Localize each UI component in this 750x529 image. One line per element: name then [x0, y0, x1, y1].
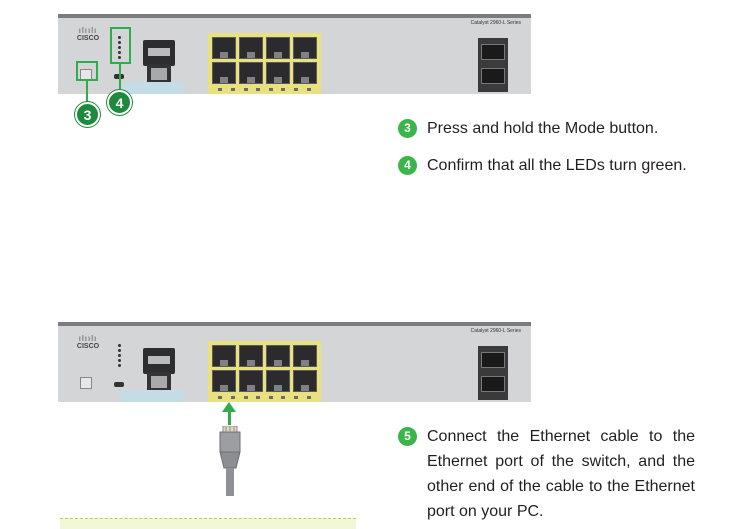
leds-highlight — [110, 27, 131, 64]
callout-line-4 — [119, 64, 121, 90]
ethernet-port — [239, 345, 263, 367]
ethernet-port — [239, 370, 263, 392]
port-leds — [214, 395, 315, 400]
cisco-logo-icon: ılıılı CISCO — [70, 26, 106, 43]
arrow-up-icon — [222, 402, 236, 412]
sfp-port-block — [478, 38, 508, 92]
console-port — [147, 372, 171, 392]
sfp-port-block — [478, 346, 508, 400]
ethernet-port — [266, 37, 290, 59]
mode-button[interactable] — [80, 377, 92, 389]
next-section-box — [60, 518, 356, 529]
ethernet-port — [293, 62, 317, 84]
step-badge-4: 4 — [398, 156, 417, 175]
series-label: Catalyst 2960-L Series — [470, 20, 521, 26]
callout-badge-4: 4 — [107, 90, 132, 115]
ethernet-port — [293, 345, 317, 367]
ethernet-port — [239, 62, 263, 84]
arrow-stem — [228, 411, 231, 425]
ethernet-port-group — [208, 33, 321, 94]
step-badge-3: 3 — [398, 119, 417, 138]
series-label: Catalyst 2960-L Series — [470, 328, 521, 334]
ethernet-port — [293, 370, 317, 392]
ethernet-port — [212, 62, 236, 84]
callout-badge-3: 3 — [75, 102, 100, 127]
mgmt-strip — [120, 390, 184, 402]
step-4-text: Confirm that all the LEDs turn green. — [427, 157, 687, 174]
ethernet-port — [266, 370, 290, 392]
cisco-logo-bars: ılıılı — [78, 334, 98, 343]
mgmt-strip — [120, 82, 184, 94]
mini-usb-port — [114, 382, 124, 387]
port-leds — [214, 87, 315, 92]
ethernet-port — [266, 345, 290, 367]
cisco-logo-text: CISCO — [76, 35, 100, 42]
ethernet-port — [212, 37, 236, 59]
status-leds — [115, 342, 123, 369]
ethernet-port — [239, 37, 263, 59]
status-leds — [115, 34, 123, 61]
ethernet-port — [293, 37, 317, 59]
step-5-text: Connect the Ethernet cable to the Ethern… — [427, 428, 695, 520]
step-3-text: Press and hold the Mode button. — [427, 120, 659, 137]
switch-front-panel-top: ılıılı CISCO Catalyst 2960-L Series — [58, 14, 531, 94]
console-port — [147, 64, 171, 84]
mode-button-highlight — [76, 61, 98, 81]
ethernet-cable-icon — [219, 426, 241, 496]
step-badge-5: 5 — [398, 427, 417, 446]
cisco-logo-bars: ılıılı — [78, 26, 98, 35]
ethernet-port — [266, 62, 290, 84]
ethernet-port — [212, 345, 236, 367]
usb-port-block — [143, 40, 175, 66]
ethernet-port-group — [208, 341, 321, 402]
switch-front-panel-bottom: ılıılı CISCO Catalyst 2960-L Series — [58, 322, 531, 402]
callout-line-3 — [86, 81, 88, 103]
usb-port-block — [143, 348, 175, 374]
ethernet-port — [212, 370, 236, 392]
cisco-logo-icon: ılıılı CISCO — [70, 334, 106, 351]
cisco-logo-text: CISCO — [76, 343, 100, 350]
